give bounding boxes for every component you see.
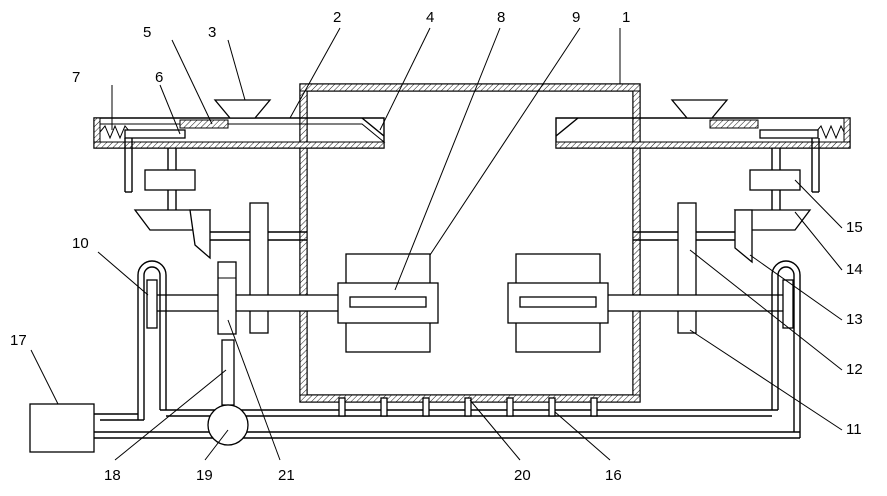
left-slide-plate: [180, 120, 228, 128]
label-19: 19: [196, 467, 213, 484]
label-15: 15: [846, 219, 863, 236]
right-roller: [508, 254, 608, 352]
right-hopper: [672, 100, 727, 118]
label-2: 2: [333, 9, 341, 26]
label-14: 14: [846, 261, 863, 278]
label-11: 11: [846, 421, 862, 438]
left-u-tube: [138, 261, 166, 420]
label-12: 12: [846, 361, 863, 378]
label-5: 5: [143, 24, 151, 41]
pump: [208, 340, 248, 445]
left-hopper: [215, 100, 270, 118]
label-7: 7: [72, 69, 80, 86]
left-feed-tray: [94, 118, 384, 192]
left-roller: [338, 254, 438, 352]
label-17: 17: [10, 332, 27, 349]
label-13: 13: [846, 311, 863, 328]
label-6: 6: [155, 69, 163, 86]
label-18: 18: [104, 467, 121, 484]
control-box: [30, 404, 94, 452]
label-16: 16: [605, 467, 622, 484]
label-4: 4: [426, 9, 434, 26]
label-10: 10: [72, 235, 89, 252]
label-21: 21: [278, 467, 295, 484]
label-9: 9: [572, 9, 580, 26]
label-3: 3: [208, 24, 216, 41]
label-1: 1: [622, 9, 630, 26]
label-20: 20: [514, 467, 531, 484]
label-8: 8: [497, 9, 505, 26]
circulation-pipe: [94, 398, 800, 438]
main-housing: [300, 84, 640, 402]
right-feed-tray: [556, 118, 850, 192]
